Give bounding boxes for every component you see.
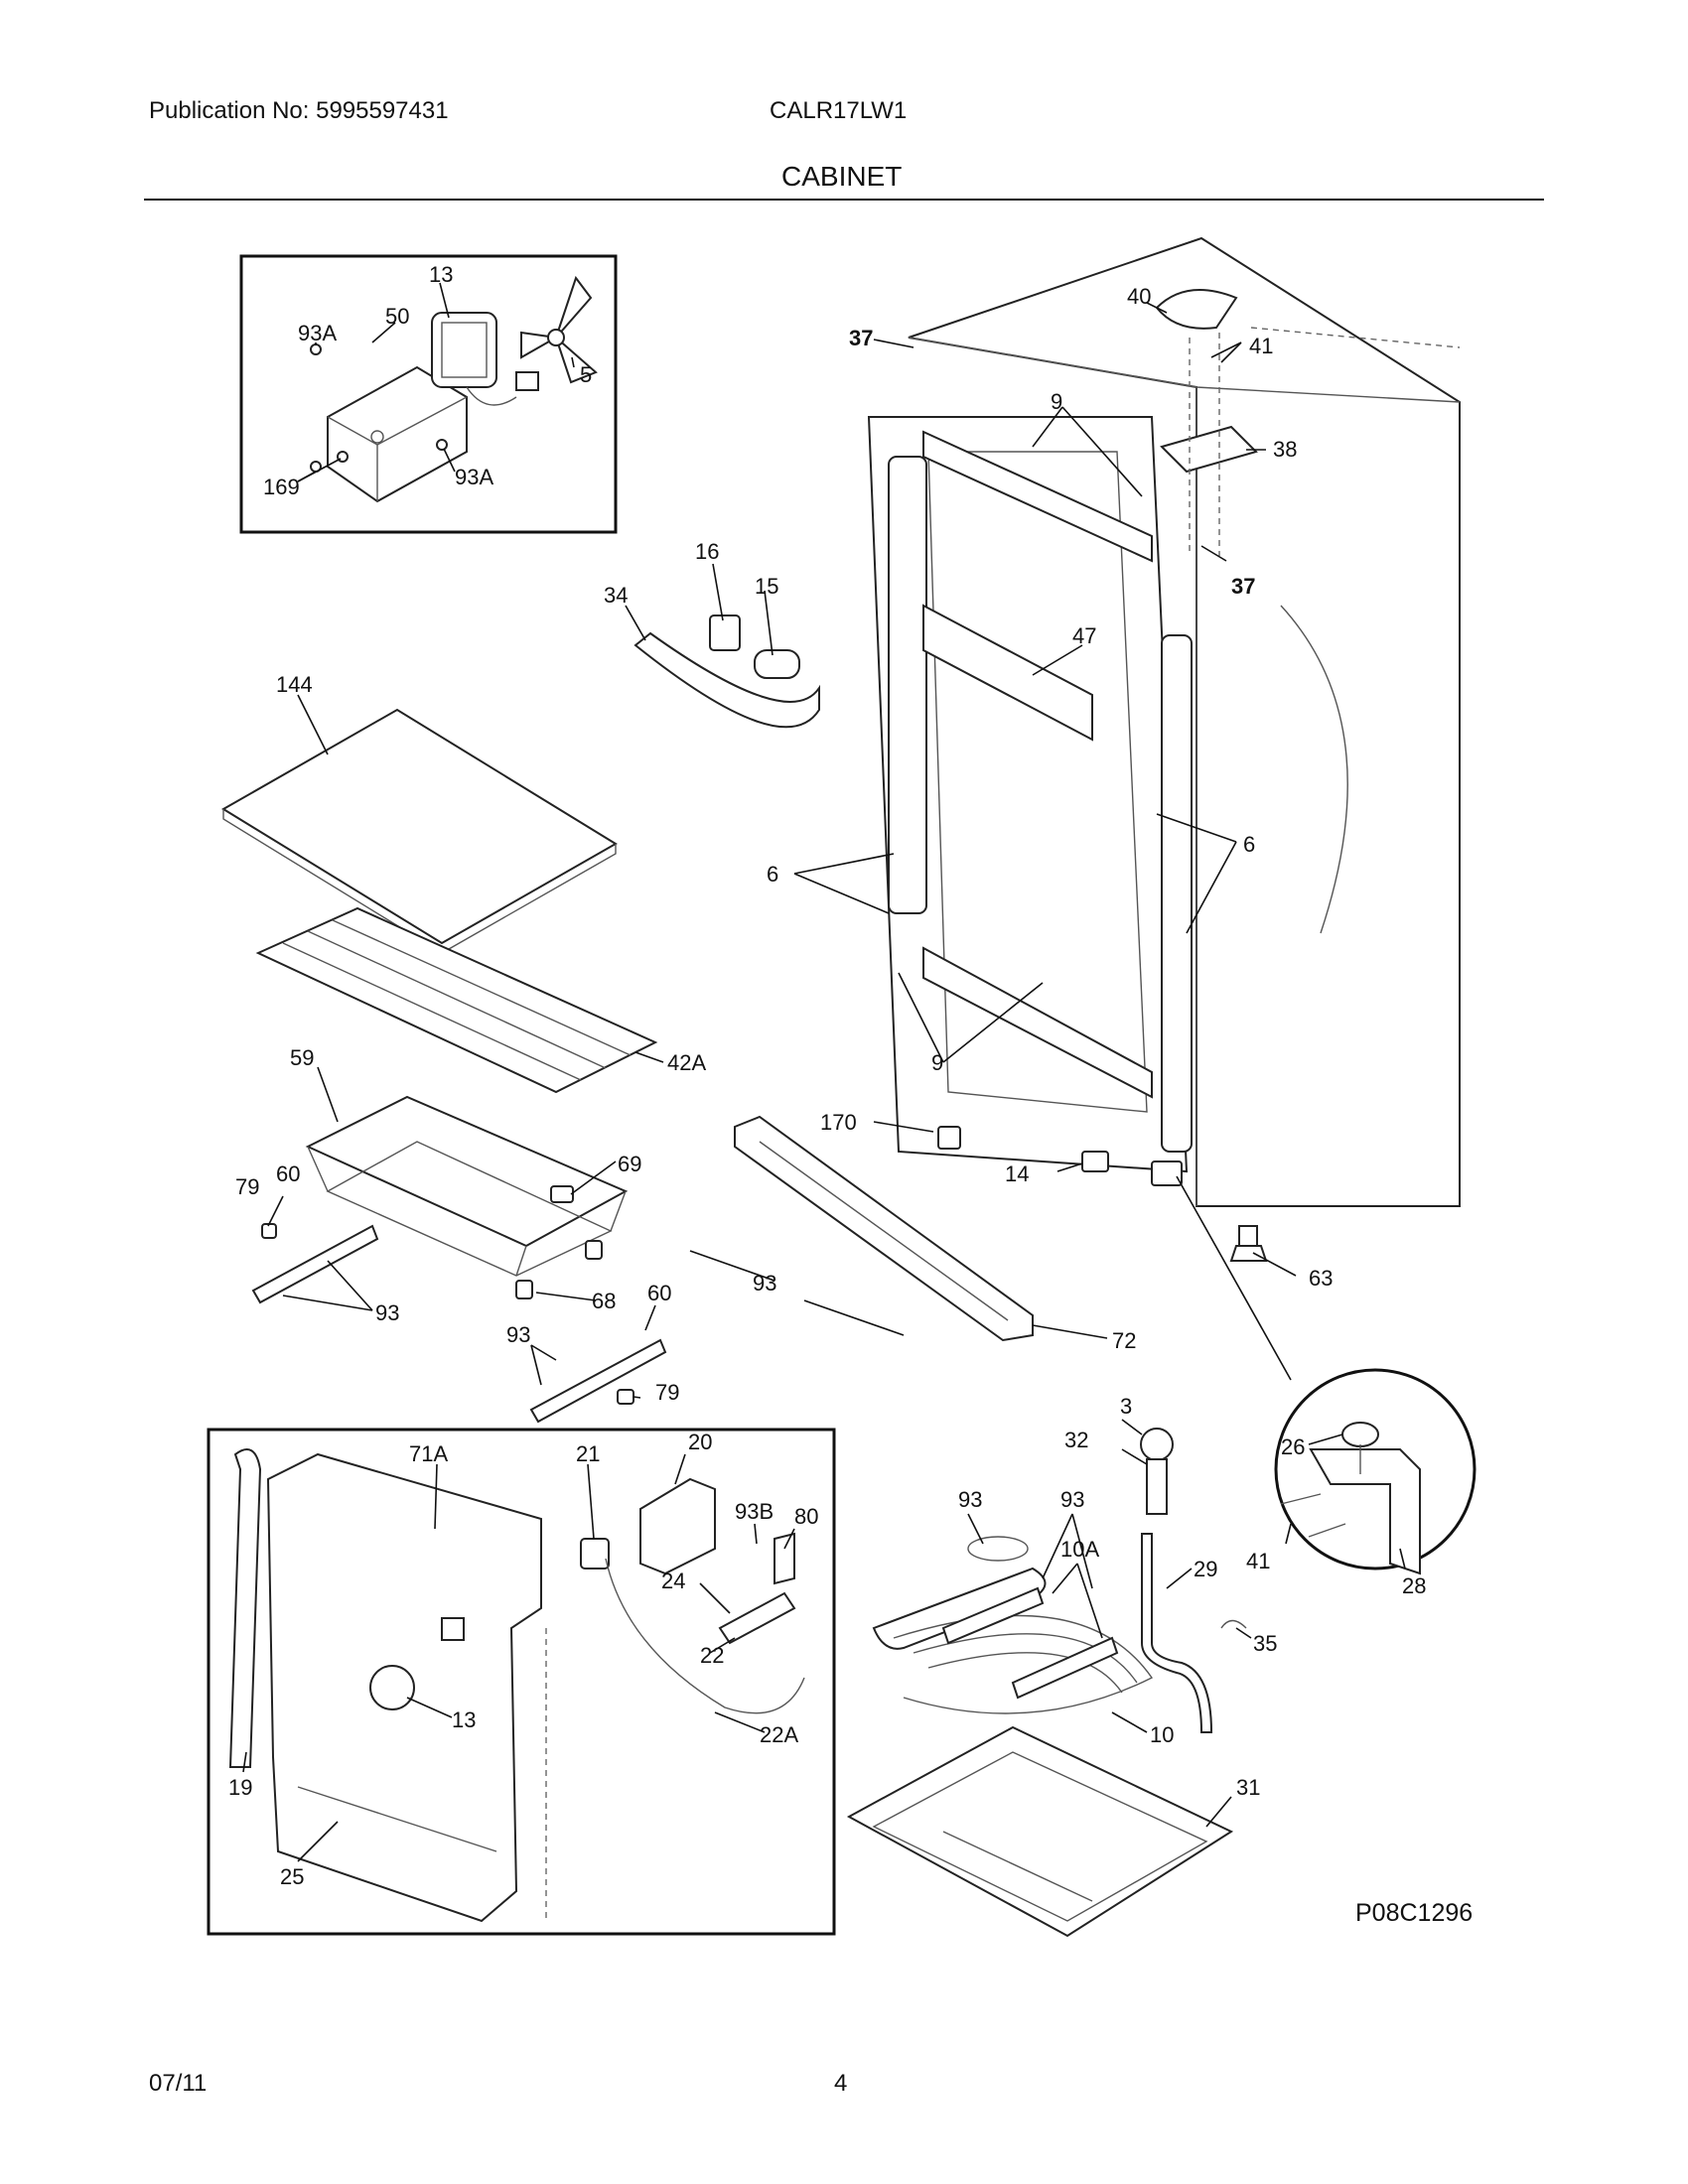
callout-24: 24 <box>661 1569 685 1593</box>
basket-rails <box>251 1224 667 1424</box>
callout-93-left: 93 <box>375 1300 399 1325</box>
fan-motor <box>431 312 539 406</box>
callout-59: 59 <box>290 1045 314 1070</box>
callout-169: 169 <box>263 475 300 499</box>
callout-93b: 93B <box>735 1499 774 1524</box>
callout-41: 41 <box>1249 334 1273 358</box>
cabinet-body <box>908 236 1461 1207</box>
callout-6-right: 6 <box>1243 832 1255 857</box>
section-title: CABINET <box>781 161 903 192</box>
callout-93-grille: 93 <box>753 1271 776 1296</box>
callout-93-coil-left: 93 <box>958 1487 982 1512</box>
hinge-bottom-leader <box>1176 1175 1292 1381</box>
callout-14: 14 <box>1005 1161 1029 1186</box>
callout-25: 25 <box>280 1864 304 1889</box>
callout-37-right: 37 <box>1231 574 1255 599</box>
callout-26: 26 <box>1281 1434 1305 1459</box>
callout-93-coil-right: 93 <box>1060 1487 1084 1512</box>
wire-shelf-42a <box>255 906 658 1094</box>
figure-code: P08C1296 <box>1355 1899 1473 1927</box>
callout-93-rail: 93 <box>506 1322 530 1347</box>
shelf-rail-47 <box>922 604 1093 742</box>
callout-72: 72 <box>1112 1328 1136 1353</box>
callout-32: 32 <box>1064 1428 1088 1452</box>
callout-22: 22 <box>700 1643 724 1668</box>
callout-16: 16 <box>695 539 719 564</box>
callout-42a: 42A <box>667 1050 706 1075</box>
callout-37: 37 <box>849 326 873 350</box>
callout-60: 60 <box>276 1161 300 1186</box>
evaporator-cover-inset <box>207 1428 836 1936</box>
callout-13-lower: 13 <box>452 1707 476 1732</box>
callout-6-left: 6 <box>767 862 778 887</box>
callout-41-detail: 41 <box>1246 1549 1270 1573</box>
bottom-hinge-detail <box>1274 1368 1477 1575</box>
callout-60-right: 60 <box>647 1281 671 1305</box>
wire-basket-59 <box>305 1095 629 1277</box>
callout-3: 3 <box>1120 1394 1132 1419</box>
callout-15: 15 <box>755 574 778 599</box>
callout-79-lower: 79 <box>655 1380 679 1405</box>
callout-40: 40 <box>1127 284 1151 309</box>
callout-38: 38 <box>1273 437 1297 462</box>
page-number: 4 <box>834 2070 848 2097</box>
fan-motor-bracket <box>327 365 468 503</box>
toe-grille-72 <box>734 1115 1034 1342</box>
callout-170: 170 <box>820 1110 857 1135</box>
light-assembly <box>633 614 820 729</box>
callout-144: 144 <box>276 672 313 697</box>
callout-19: 19 <box>228 1775 252 1800</box>
model-number: CALR17LW1 <box>770 97 908 124</box>
footer-date: 07/11 <box>149 2070 208 2097</box>
glass-shelf-144 <box>221 708 618 954</box>
drain-tube-29 <box>1140 1428 1247 1733</box>
callout-22a: 22A <box>760 1722 798 1747</box>
heater-rails-10a <box>941 1586 1119 1700</box>
callout-10a: 10A <box>1060 1537 1099 1562</box>
callout-5: 5 <box>580 362 592 387</box>
callout-9-top: 9 <box>1051 389 1062 414</box>
evaporator-coil-10 <box>872 1536 1154 1714</box>
callout-71a: 71A <box>409 1441 448 1466</box>
hinge-top <box>1155 289 1258 556</box>
callout-69: 69 <box>618 1152 641 1176</box>
drain-pan-31 <box>846 1725 1234 1938</box>
callout-80: 80 <box>794 1504 818 1529</box>
small-parts <box>261 1126 1268 1405</box>
callout-34: 34 <box>604 583 628 608</box>
callout-9-bottom: 9 <box>931 1050 943 1075</box>
inset-leaders <box>297 282 575 482</box>
fan-motor-inset <box>239 254 618 534</box>
fan-blade <box>520 275 598 384</box>
callout-93a-lower: 93A <box>455 465 493 489</box>
callout-31: 31 <box>1236 1775 1260 1800</box>
publication-number: Publication No: 5995597431 <box>149 97 449 124</box>
callout-20: 20 <box>688 1430 712 1454</box>
callout-63: 63 <box>1309 1266 1333 1291</box>
main-leaders <box>267 302 1297 1399</box>
callout-35: 35 <box>1253 1631 1277 1656</box>
callout-10: 10 <box>1150 1722 1174 1747</box>
callout-21: 21 <box>576 1441 600 1466</box>
callout-47: 47 <box>1072 623 1096 648</box>
callout-68: 68 <box>592 1289 616 1313</box>
callout-labels: 13 93A 50 5 169 93A 37 40 41 9 38 37 16 … <box>228 262 1473 1927</box>
callout-93a: 93A <box>298 321 337 345</box>
callout-50: 50 <box>385 304 409 329</box>
callout-13: 13 <box>429 262 453 287</box>
lower-leaders <box>242 1419 1406 1862</box>
header-rule <box>144 199 1544 201</box>
door-gaskets <box>888 430 1193 1153</box>
callout-28: 28 <box>1402 1573 1426 1598</box>
callout-79: 79 <box>235 1174 259 1199</box>
callout-29: 29 <box>1194 1557 1217 1581</box>
